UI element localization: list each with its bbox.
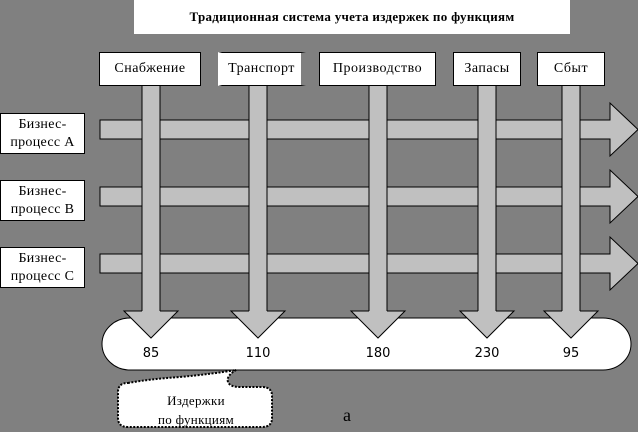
cost-value-transport: 110: [245, 346, 271, 361]
process-b-line2: процесс B: [10, 201, 75, 217]
function-arrow-head-production: [349, 310, 407, 339]
function-arrow-shaft-supply: [142, 86, 160, 312]
cost-value-production: 180: [365, 346, 391, 361]
callout-text: Издержки по функциям: [120, 391, 272, 429]
function-arrow-shaft-transport: [249, 86, 267, 312]
function-arrow-head-sales: [542, 310, 600, 339]
cost-value-sales: 95: [562, 346, 580, 361]
callout-bubble: [117, 369, 273, 428]
diagram-title: Традиционная система учета издержек по ф…: [134, 0, 570, 34]
function-box-inventory: Запасы: [453, 52, 521, 86]
cost-bubble: [101, 317, 632, 371]
function-box-sales: Сбыт: [537, 52, 605, 86]
function-arrow-edges-production: [368, 86, 388, 311]
function-arrow-edges-sales: [561, 86, 581, 311]
function-arrow-edges-transport: [248, 86, 268, 311]
callout-line1: Издержки: [167, 393, 225, 408]
function-box-transport: Транспорт: [218, 52, 306, 86]
process-a-line2: процесс A: [10, 134, 75, 150]
function-box-production: Производство: [319, 52, 436, 86]
function-arrow-shaft-sales: [562, 86, 580, 312]
function-arrow-edges-inventory: [477, 86, 497, 311]
process-box-b: Бизнес- процесс B: [0, 180, 85, 221]
function-arrow-head-inventory: [458, 310, 516, 339]
process-b-line1: Бизнес-: [18, 183, 67, 199]
process-c-line2: процесс C: [10, 268, 75, 284]
cost-value-supply: 85: [142, 346, 160, 361]
figure-label: а: [343, 405, 351, 425]
process-box-c: Бизнес- процесс C: [0, 247, 85, 288]
process-box-a: Бизнес- процесс A: [0, 113, 85, 154]
function-arrow-shaft-inventory: [478, 86, 496, 312]
cost-value-inventory: 230: [474, 346, 500, 361]
function-arrow-shaft-production: [369, 86, 387, 312]
function-arrow-edges-supply: [141, 86, 161, 311]
callout-line2: по функциям: [158, 412, 234, 427]
process-a-line1: Бизнес-: [18, 116, 67, 132]
function-arrow-head-transport: [229, 310, 287, 339]
process-c-line1: Бизнес-: [18, 250, 67, 266]
function-box-supply: Снабжение: [99, 52, 201, 86]
function-arrow-head-supply: [122, 310, 180, 339]
